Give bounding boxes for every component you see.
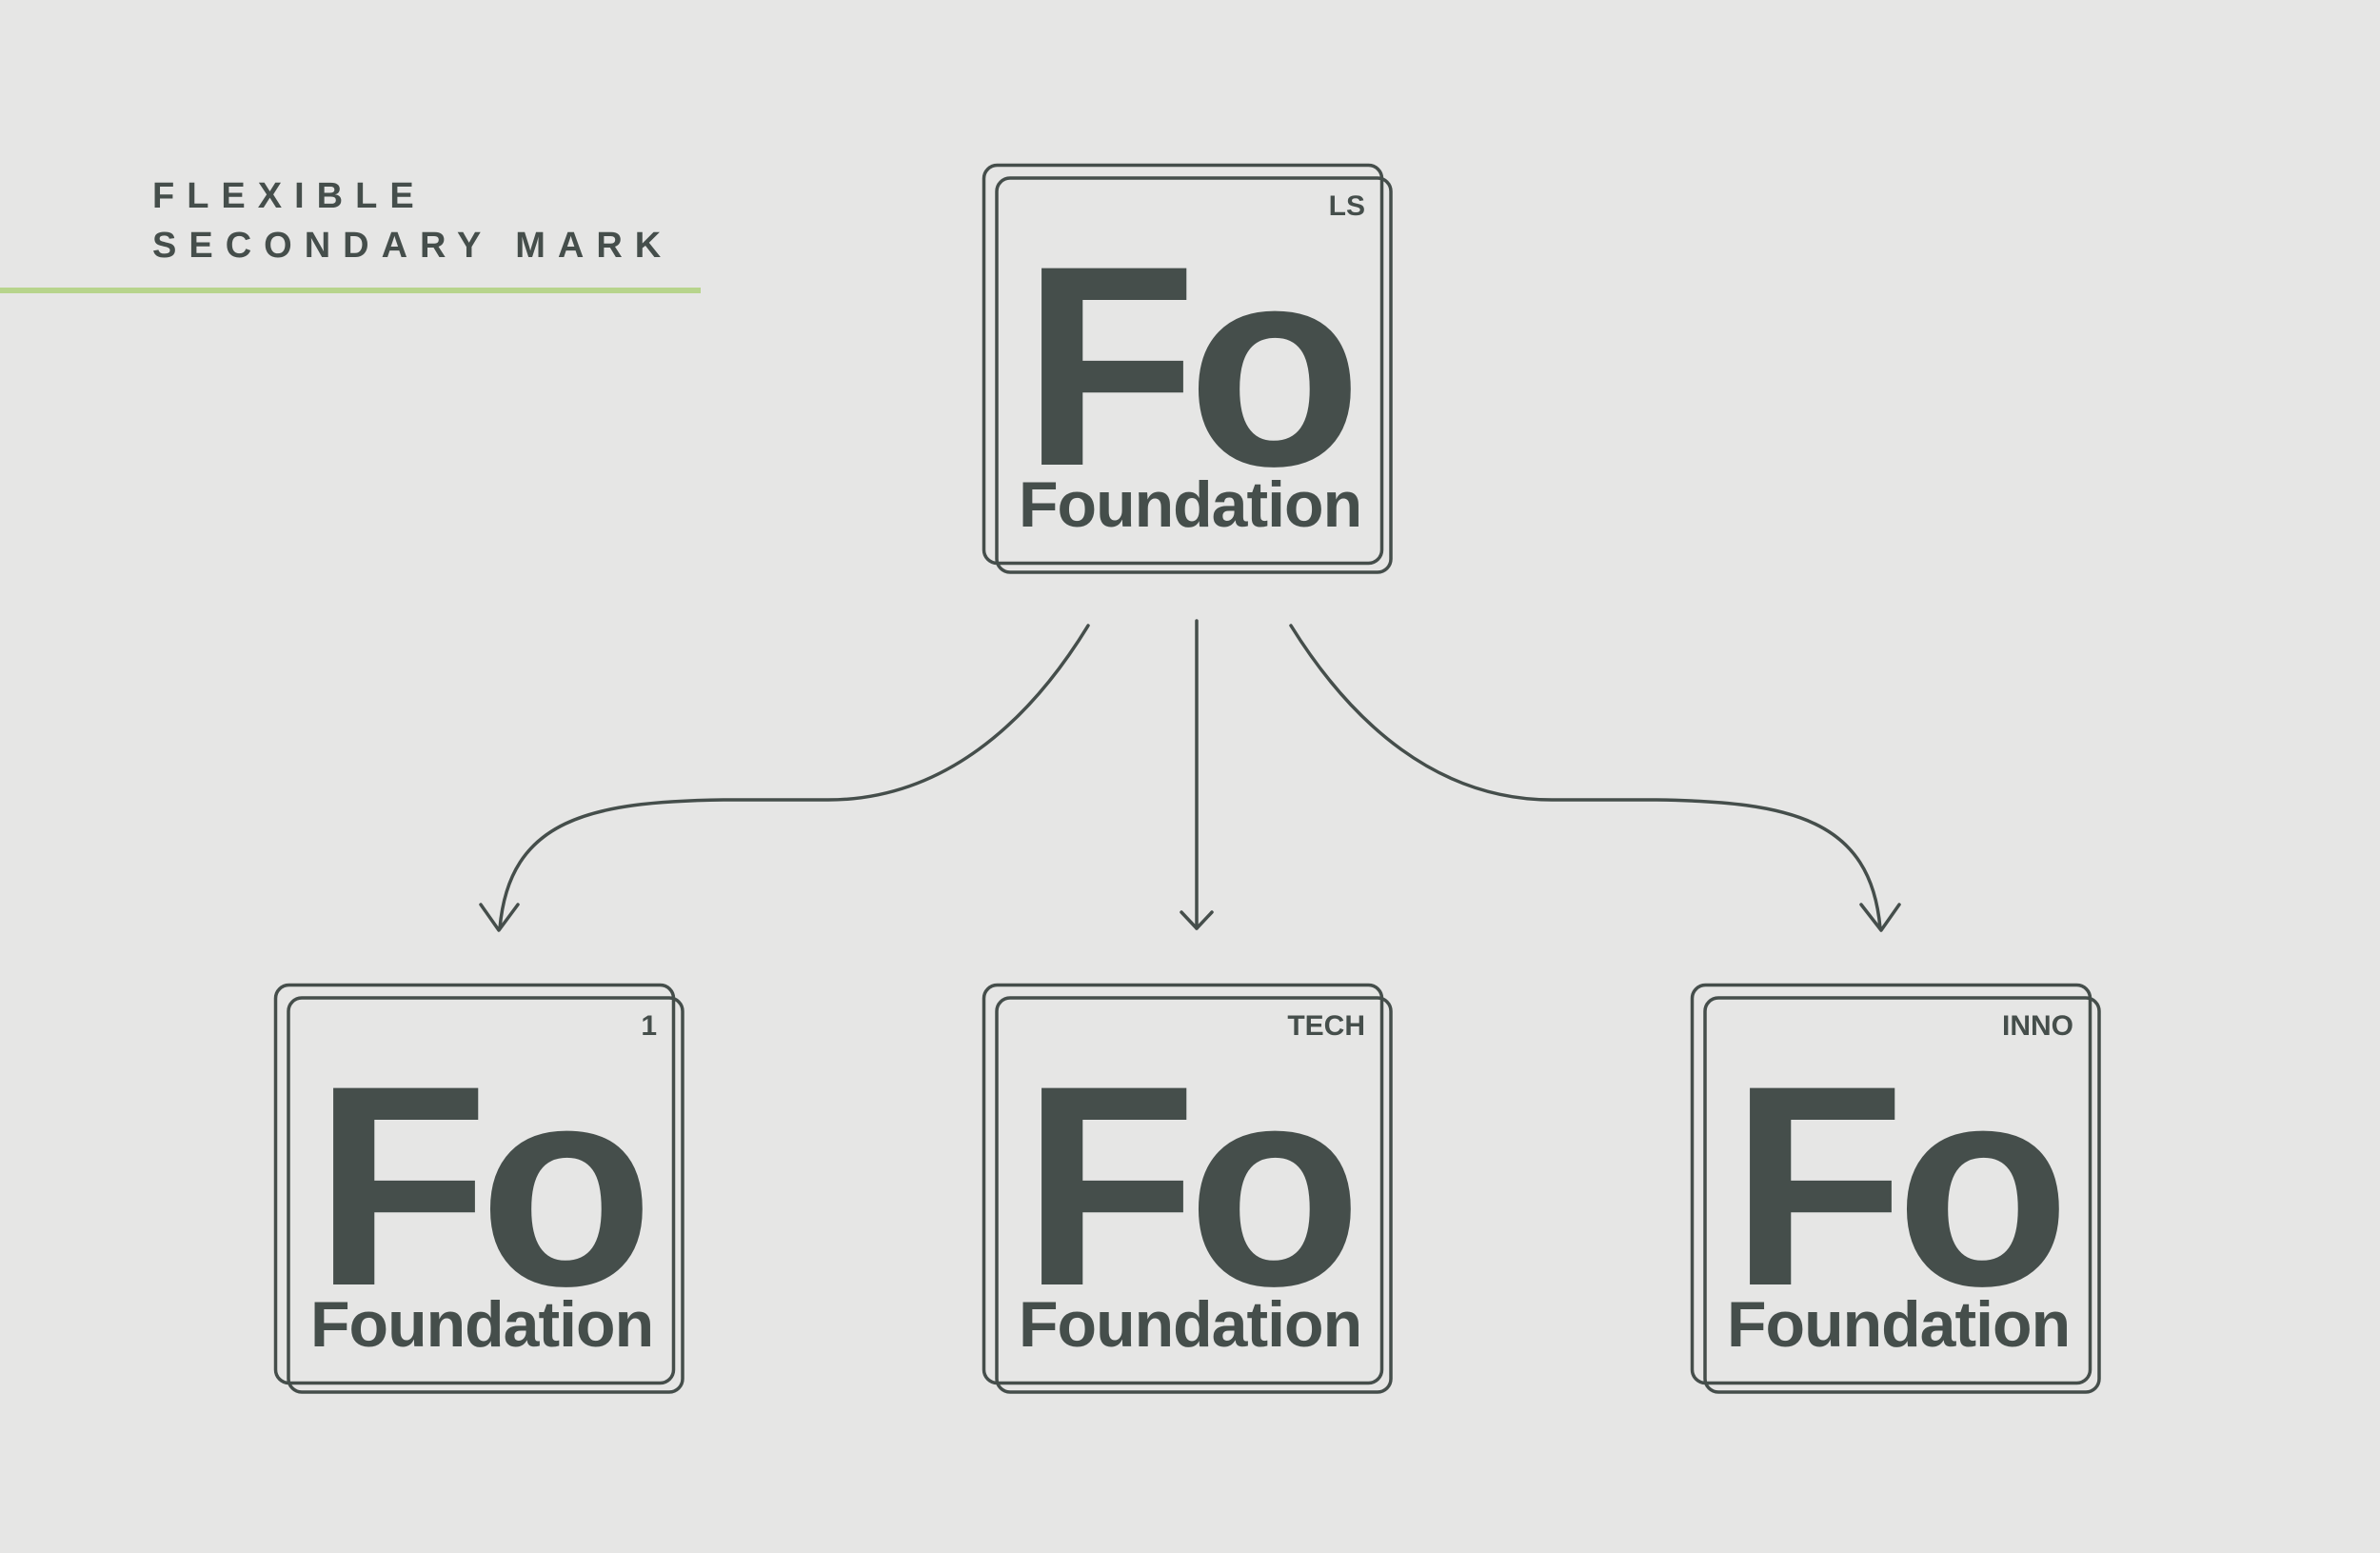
arrowhead-child-2 xyxy=(1180,910,1214,930)
mark-symbol: Fo xyxy=(1022,1025,1362,1345)
mark-frame xyxy=(982,163,1393,574)
mark-badge: TECH xyxy=(1287,1010,1365,1042)
heading-line-1: FLEXIBLE xyxy=(152,176,426,216)
arrowhead-child-3 xyxy=(1859,903,1901,932)
child-mark-1: 1 Fo Foundation xyxy=(273,983,684,1394)
mark-badge: INNO xyxy=(2002,1010,2073,1042)
child-mark-2: TECH Fo Foundation xyxy=(982,983,1393,1394)
mark-symbol: Fo xyxy=(314,1025,654,1345)
parent-mark: LS Fo Foundation xyxy=(982,163,1393,574)
arrow-to-child-3 xyxy=(1289,624,1882,930)
child-mark-3: INNO Fo Foundation xyxy=(1690,983,2101,1394)
mark-badge: 1 xyxy=(641,1010,657,1042)
mark-symbol: Fo xyxy=(1022,206,1362,526)
arrowhead-child-1 xyxy=(479,903,520,932)
mark-frame xyxy=(1690,983,2101,1394)
mark-name: Foundation xyxy=(1019,468,1362,541)
mark-frame xyxy=(273,983,684,1394)
mark-name: Foundation xyxy=(1727,1288,2071,1361)
mark-frame xyxy=(982,983,1393,1394)
mark-badge: LS xyxy=(1328,190,1365,222)
accent-rule xyxy=(0,288,701,293)
arrow-to-child-1 xyxy=(498,624,1090,930)
page-heading: FLEXIBLE SECONDARY MARK xyxy=(152,171,673,270)
mark-symbol: Fo xyxy=(1731,1025,2071,1345)
mark-name: Foundation xyxy=(1019,1288,1362,1361)
mark-name: Foundation xyxy=(310,1288,654,1361)
heading-line-2: SECONDARY MARK xyxy=(152,226,674,266)
